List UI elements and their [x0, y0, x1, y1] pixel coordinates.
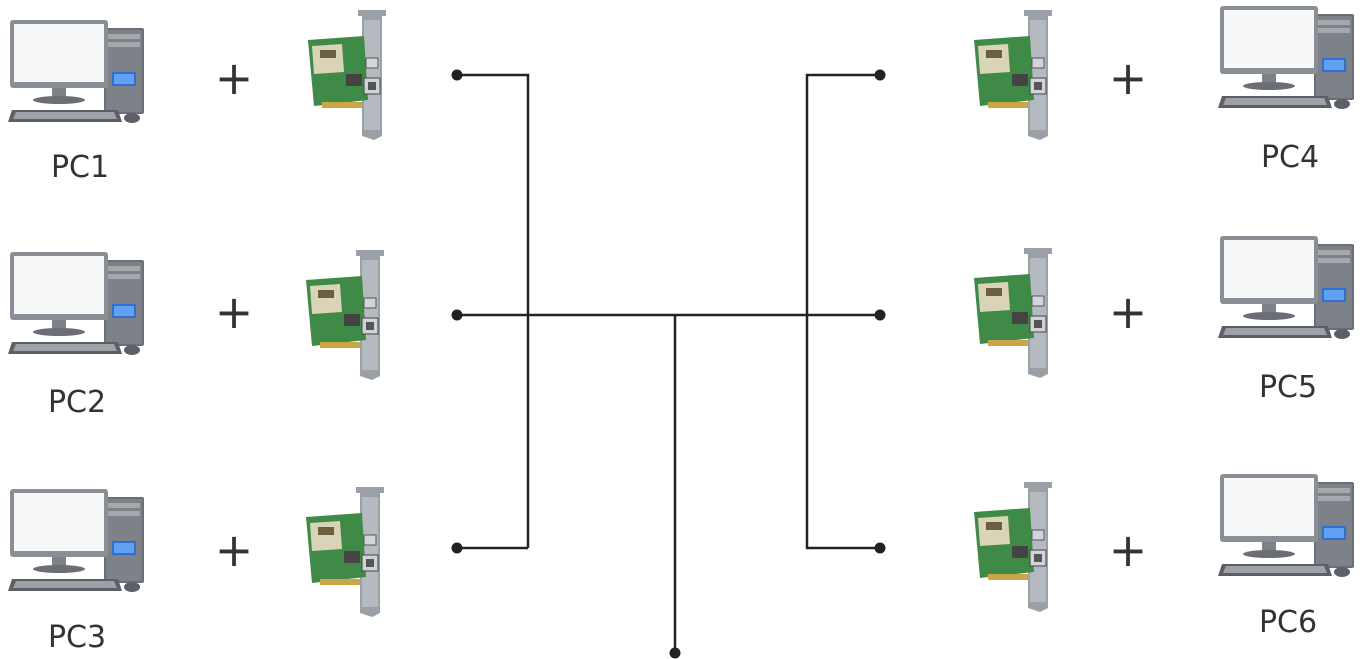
network-interface-card-icon	[968, 10, 1058, 140]
desktop-computer-icon	[1218, 234, 1358, 344]
endpoint-pc5	[874, 309, 886, 321]
pc-label-6: PC6	[1258, 605, 1318, 640]
endpoint-uplink	[669, 647, 681, 659]
network-interface-card-icon	[300, 250, 390, 380]
network-interface-card-icon	[302, 10, 392, 140]
network-interface-card-icon	[968, 482, 1058, 612]
plus-sign: +	[214, 51, 254, 105]
desktop-computer-icon	[8, 487, 148, 597]
plus-sign: +	[1108, 523, 1148, 577]
link-pc1	[457, 73, 530, 548]
plus-sign: +	[214, 285, 254, 339]
endpoint-pc1	[451, 69, 463, 81]
plus-sign: +	[1108, 285, 1148, 339]
endpoint-pc6	[874, 542, 886, 554]
endpoint-pc2	[451, 309, 463, 321]
desktop-computer-icon	[8, 18, 148, 128]
desktop-computer-icon	[1218, 472, 1358, 582]
plus-sign: +	[1108, 51, 1148, 105]
endpoint-pc3	[451, 542, 463, 554]
network-interface-card-icon	[968, 248, 1058, 378]
pc-label-5: PC5	[1258, 370, 1318, 405]
network-interface-card-icon	[300, 487, 390, 617]
pc-label-3: PC3	[47, 620, 107, 655]
desktop-computer-icon	[8, 250, 148, 360]
link-pc4	[805, 73, 880, 550]
pc-label-1: PC1	[50, 150, 110, 185]
desktop-computer-icon	[1218, 4, 1358, 114]
pc-label-2: PC2	[47, 385, 107, 420]
endpoint-pc4	[874, 69, 886, 81]
plus-sign: +	[214, 523, 254, 577]
pc-label-4: PC4	[1260, 140, 1320, 175]
